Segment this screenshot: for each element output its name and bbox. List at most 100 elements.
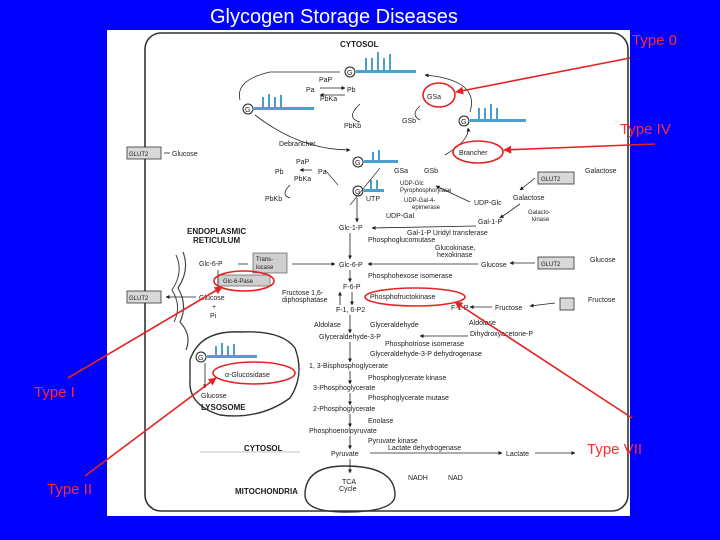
bpg: 1, 3-Bisphosphoglycerate <box>309 363 388 370</box>
glycogen-chain-5 <box>364 180 384 192</box>
top-pb: Pb <box>347 87 356 94</box>
highlight-gsa <box>422 82 456 108</box>
highlight-brancher <box>452 140 504 164</box>
highlight-pfk <box>364 287 466 307</box>
svg-text:Glc-6-Pase: Glc-6-Pase <box>223 279 254 285</box>
er-pi: Pi <box>210 313 217 320</box>
tca-2: Cycle <box>339 486 357 493</box>
tca-1: TCA <box>342 479 356 486</box>
nad: NAD <box>448 475 463 482</box>
pg2: 2-Phosphoglycerate <box>313 406 375 413</box>
type-1-label: Type I <box>34 384 75 401</box>
galactokinase-2: kinase <box>532 217 550 223</box>
glycogen-1: G <box>344 66 356 78</box>
udpglc-pp-2: Pyrophosphorylase <box>400 188 452 194</box>
pk: Pyruvate kinase <box>368 438 418 445</box>
svg-text:Trans-: Trans- <box>256 257 273 263</box>
udpgal4-2: epimerase <box>412 205 441 211</box>
lyso-glucose: Glucose <box>201 393 227 400</box>
er-label-1: ENDOPLASMIC <box>187 227 246 236</box>
glycogen-4: G <box>352 156 364 168</box>
mitochondria-label: MITOCHONDRIA <box>235 487 298 496</box>
cytosol-bottom-label: CYTOSOL <box>244 444 283 453</box>
gal1p-ut: Gal-1-P Uridyl transferase <box>407 230 488 237</box>
mid-pa: Pa <box>318 169 327 176</box>
type-0-label: Type 0 <box>632 32 678 49</box>
fructose-transporter <box>559 297 575 311</box>
mid-utp: UTP <box>366 196 380 203</box>
g3p: Glyceraldehyde-3-P <box>319 334 381 341</box>
er-membrane <box>177 251 189 351</box>
lysosome-membrane <box>189 331 300 417</box>
svg-text:locase: locase <box>256 265 274 271</box>
arrow-type4 <box>503 143 656 154</box>
glut2-left-1: GLUT2 <box>126 146 162 160</box>
slide-title: Glycogen Storage Diseases <box>210 6 458 28</box>
aldolase: Aldolase <box>314 322 341 329</box>
svg-text:G: G <box>355 160 360 167</box>
diagram-panel <box>107 30 630 516</box>
aldolase2: Aldolase <box>469 320 496 327</box>
mid-pb: Pb <box>275 169 284 176</box>
fbp-1: Fructose 1,6- <box>282 290 324 297</box>
highlight-glucosidase <box>212 361 296 385</box>
arrow-type0 <box>455 57 631 95</box>
glucose-far-right: Glucose <box>590 257 616 264</box>
top-gsb: GSb <box>402 118 416 125</box>
lyso-glucosidase: α-Glucosidase <box>225 372 270 379</box>
mitochondria-membrane <box>304 465 396 513</box>
er-plus: + <box>212 304 216 311</box>
nadh: NADH <box>408 475 428 482</box>
glycogen-6: G <box>195 351 207 363</box>
glycogen-2: G <box>242 103 254 115</box>
type-7-label: Type VII <box>587 441 643 458</box>
pep: Phosphoenolpyruvate <box>309 428 377 435</box>
mid-pbkb: PbKb <box>265 196 282 203</box>
mid-pbka: PbKa <box>294 176 311 183</box>
cytosol-outline <box>144 32 629 512</box>
pgk: Phosphoglycerate kinase <box>368 375 446 382</box>
top-pbka: PbKa <box>320 96 337 103</box>
svg-text:G: G <box>245 107 250 114</box>
glc6pase-box: Glc-6-Pase <box>217 274 271 287</box>
glut2-right-2: GLUT2 <box>537 256 575 270</box>
glycogen-chain-4 <box>364 150 398 163</box>
highlight-glc6pase <box>213 270 275 292</box>
tpi: Phosphotriose isomerase <box>385 341 464 348</box>
mid-gsb: GSb <box>424 168 438 175</box>
fbp-2: diphosphatase <box>282 297 328 304</box>
gk-1: Glucokinase, <box>435 245 476 252</box>
top-brancher: Brancher <box>459 150 488 157</box>
path-fructose: Fructose <box>495 305 522 312</box>
glut2-left-2: GLUT2 <box>126 290 162 304</box>
svg-text:G: G <box>355 189 360 196</box>
translocase-box: Trans- locase <box>252 252 288 274</box>
glycogen-3: G <box>458 115 470 127</box>
top-pap: PaP <box>319 77 333 84</box>
glyceraldehyde: Glyceraldehyde <box>370 322 419 329</box>
er-label-2: RETICULUM <box>193 236 240 245</box>
glycogen-chain-3 <box>470 104 526 122</box>
udpglc-pp-1: UDP-Glc <box>400 181 424 187</box>
glycogen-chain-2 <box>254 94 314 110</box>
arrow-type2 <box>84 377 217 477</box>
fructose-far-right: Fructose <box>588 297 615 304</box>
er-glc6p: Glc-6-P <box>199 261 223 268</box>
f16p2: F-1, 6-P2 <box>336 307 365 314</box>
f6p: F-6-P <box>343 284 361 291</box>
glycogen-chain-1 <box>356 52 416 73</box>
gal1p: Gal-1-P <box>478 219 502 226</box>
mid-pap: PaP <box>296 159 310 166</box>
type-4-label: Type IV <box>620 121 671 138</box>
cytosol-top-label: CYTOSOL <box>340 40 379 49</box>
pfk: Phosphofructokinase <box>370 294 435 301</box>
pgmut: Phosphoglycerate mutase <box>368 395 449 402</box>
top-pa: Pa <box>306 87 315 94</box>
glycogen-chain-6 <box>207 343 257 358</box>
lysosome-label: LYSOSOME <box>201 403 246 412</box>
svg-text:G: G <box>347 70 352 77</box>
type-2-label: Type II <box>47 481 93 498</box>
glycogen-5: G <box>352 185 364 197</box>
glc1p: Glc-1-P <box>339 225 363 232</box>
